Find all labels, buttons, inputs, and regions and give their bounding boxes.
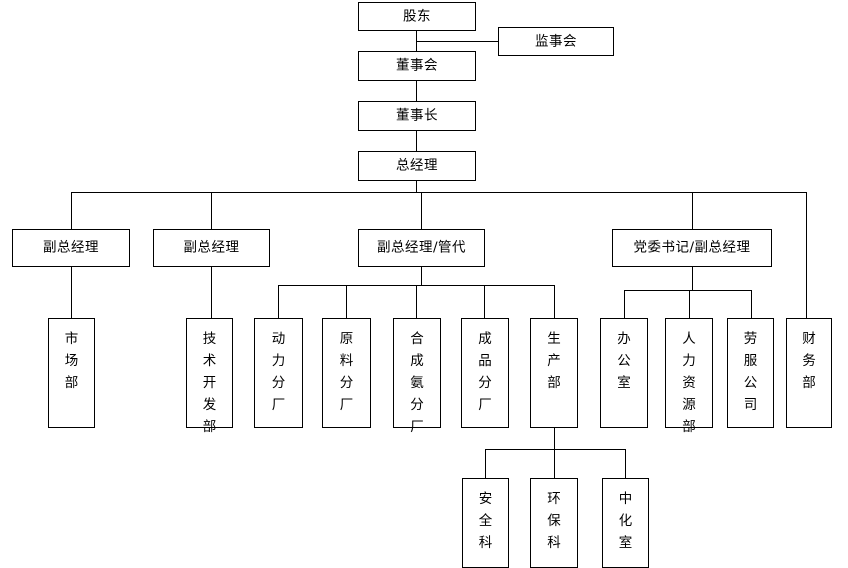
edge-gm-to-bus xyxy=(416,180,417,192)
node-deputy-gm-1-label: 副总经理 xyxy=(43,239,99,256)
edge-subbus-to-power-plant xyxy=(278,285,279,318)
edge-board-to-chairman xyxy=(416,80,417,101)
node-human-resources-dept[interactable]: 人 力 资 源 部 xyxy=(665,318,713,435)
edge-subbus-to-finished-product-plant xyxy=(484,285,485,318)
edge-bus-to-deputy-gm-qmr xyxy=(421,192,422,229)
node-ammonia-plant[interactable]: 合 成 氨 分 厂 xyxy=(393,318,441,435)
node-chairman[interactable]: 董事长 xyxy=(358,101,476,131)
node-supervisory-board[interactable]: 监事会 xyxy=(498,27,614,56)
node-deputy-gm-2[interactable]: 副总经理 xyxy=(153,229,270,267)
node-deputy-gm-qmr-label: 副总经理/管代 xyxy=(376,239,467,256)
node-raw-material-plant[interactable]: 原 料 分 厂 xyxy=(322,318,371,428)
node-tech-development-dept[interactable]: 技 术 开 发 部 xyxy=(186,318,233,435)
node-safety-section-label: 安 全 科 xyxy=(478,491,493,551)
edge-bus-to-party-secretary xyxy=(692,192,693,229)
node-chairman-label: 董事长 xyxy=(396,107,438,124)
node-finished-product-plant[interactable]: 成 品 分 厂 xyxy=(461,318,509,428)
node-deputy-gm-1[interactable]: 副总经理 xyxy=(12,229,130,267)
node-finished-product-plant-label: 成 品 分 厂 xyxy=(478,331,492,413)
node-party-secretary-deputy-gm[interactable]: 党委书记/副总经理 xyxy=(612,229,772,267)
node-deputy-gm-qmr[interactable]: 副总经理/管代 xyxy=(358,229,485,267)
node-labor-service-company[interactable]: 劳 服 公 司 xyxy=(727,318,774,428)
node-marketing-dept[interactable]: 市 场 部 xyxy=(48,318,95,428)
edge-subbus-to-office xyxy=(624,290,625,318)
node-shareholders-label: 股东 xyxy=(403,8,431,24)
node-finance-dept-label: 财 务 部 xyxy=(802,331,816,391)
node-shareholders[interactable]: 股东 xyxy=(358,2,476,31)
edge-subbus-to-raw-material-plant xyxy=(346,285,347,318)
node-general-manager[interactable]: 总经理 xyxy=(358,151,476,181)
edge-subbus-to-central-lab xyxy=(625,449,626,478)
node-central-lab[interactable]: 中 化 室 xyxy=(602,478,649,568)
node-raw-material-plant-label: 原 料 分 厂 xyxy=(339,331,354,413)
edge-shareholders-to-supervisory xyxy=(416,41,498,42)
node-environmental-section-label: 环 保 科 xyxy=(547,491,561,551)
edge-shareholders-to-board xyxy=(416,30,417,51)
node-central-lab-label: 中 化 室 xyxy=(618,491,633,551)
node-finance-dept[interactable]: 财 务 部 xyxy=(786,318,832,428)
edge-admin-subbus xyxy=(624,290,751,291)
edge-deputy-gm-1-to-marketing xyxy=(71,267,72,318)
node-board-of-directors[interactable]: 董事会 xyxy=(358,51,476,81)
edge-party-secretary-to-subbus xyxy=(692,267,693,290)
edge-deputy-gm-qmr-to-subbus xyxy=(421,267,422,285)
edge-bus-to-deputy-gm-1 xyxy=(71,192,72,229)
edge-deputy-gm-2-to-tech xyxy=(211,267,212,318)
node-ammonia-plant-label: 合 成 氨 分 厂 xyxy=(410,331,424,435)
edge-subbus-to-safety-section xyxy=(485,449,486,478)
node-power-plant-label: 动 力 分 厂 xyxy=(271,331,286,413)
node-power-plant[interactable]: 动 力 分 厂 xyxy=(254,318,303,428)
edge-subbus-to-environmental-section xyxy=(554,449,555,478)
node-environmental-section[interactable]: 环 保 科 xyxy=(530,478,578,568)
edge-subbus-to-human-resources xyxy=(689,290,690,318)
node-production-dept[interactable]: 生 产 部 xyxy=(530,318,578,428)
node-office-label: 办 公 室 xyxy=(617,331,631,391)
edge-production-dept-to-subbus xyxy=(554,428,555,449)
edge-subbus-to-labor-service xyxy=(751,290,752,318)
node-human-resources-dept-label: 人 力 资 源 部 xyxy=(682,331,696,435)
node-party-secretary-deputy-gm-label: 党委书记/副总经理 xyxy=(633,239,751,256)
node-labor-service-company-label: 劳 服 公 司 xyxy=(743,331,758,413)
edge-chairman-to-gm xyxy=(416,130,417,151)
edge-bus-to-deputy-gm-2 xyxy=(211,192,212,229)
edge-bus-to-finance-dept xyxy=(806,192,807,318)
node-general-manager-label: 总经理 xyxy=(396,157,438,174)
node-marketing-dept-label: 市 场 部 xyxy=(64,331,79,391)
node-safety-section[interactable]: 安 全 科 xyxy=(462,478,509,568)
edge-subbus-to-ammonia-plant xyxy=(416,285,417,318)
node-office[interactable]: 办 公 室 xyxy=(600,318,648,428)
edge-executive-bus xyxy=(71,192,806,193)
node-production-dept-label: 生 产 部 xyxy=(547,331,561,391)
node-deputy-gm-2-label: 副总经理 xyxy=(183,239,240,256)
node-tech-development-dept-label: 技 术 开 发 部 xyxy=(202,331,217,435)
edge-sections-subbus xyxy=(485,449,625,450)
edge-subbus-to-production-dept xyxy=(554,285,555,318)
node-supervisory-board-label: 监事会 xyxy=(535,33,577,49)
node-board-of-directors-label: 董事会 xyxy=(396,57,438,74)
